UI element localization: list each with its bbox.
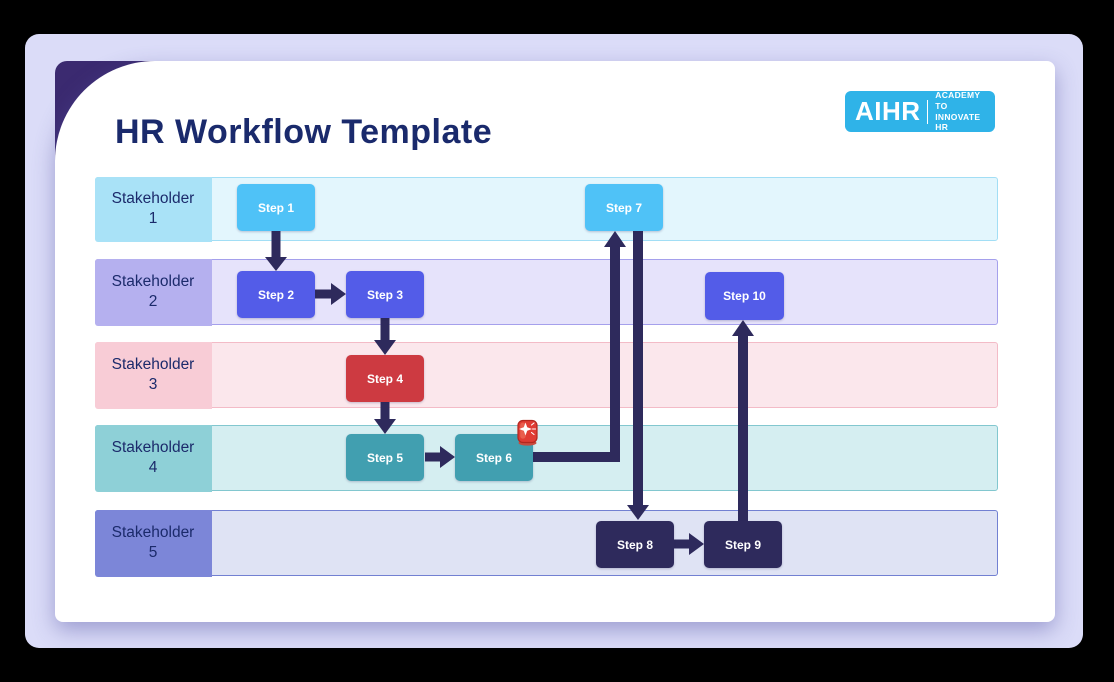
step-9-box: Step 9	[704, 521, 782, 568]
lane-stakeholder-5: Stakeholder 5	[94, 509, 998, 577]
step-2-box: Step 2	[237, 271, 315, 318]
lane-stakeholder-4: Stakeholder 4	[94, 424, 998, 492]
step-10-box: Step 10	[705, 272, 784, 320]
lane-label-stakeholder-3: Stakeholder 3	[94, 341, 212, 409]
step-8-box: Step 8	[596, 521, 674, 568]
lane-label-stakeholder-4: Stakeholder 4	[94, 424, 212, 492]
step-3-box: Step 3	[346, 271, 424, 318]
step-7-box: Step 7	[585, 184, 663, 231]
step-4-box: Step 4	[346, 355, 424, 402]
logo-brand-text: AIHR	[855, 96, 921, 126]
logo-tagline: ACADEMY TO INNOVATE HR	[935, 90, 981, 133]
step-5-box: Step 5	[346, 434, 424, 481]
step-1-box: Step 1	[237, 184, 315, 231]
lane-label-stakeholder-5: Stakeholder 5	[94, 509, 212, 577]
lane-stakeholder-2: Stakeholder 2	[94, 258, 998, 326]
lane-label-stakeholder-2: Stakeholder 2	[94, 258, 212, 326]
aihr-logo: AIHR ACADEMY TO INNOVATE HR	[845, 90, 995, 133]
lane-stakeholder-1: Stakeholder 1	[94, 176, 998, 242]
lane-stakeholder-3: Stakeholder 3	[94, 341, 998, 409]
logo-divider	[926, 99, 929, 124]
alert-icon	[517, 419, 538, 446]
lane-label-stakeholder-1: Stakeholder 1	[94, 176, 212, 242]
page-title: HR Workflow Template	[115, 112, 493, 151]
